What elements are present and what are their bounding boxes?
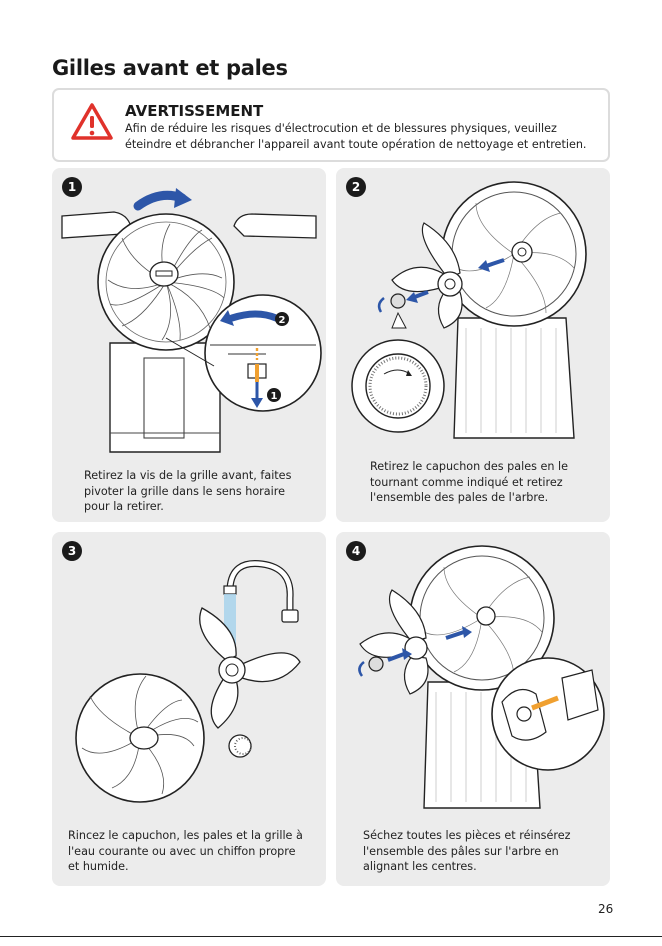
warning-triangle-icon [71,103,113,140]
bottom-rule [0,936,662,937]
step-1-callout-2: 2 [279,315,286,326]
page-title: Gilles avant et pales [52,56,288,80]
step-4-illustration [358,545,605,809]
step-1-callout-1: 1 [271,391,278,402]
warning-box: AVERTISSEMENT Afin de réduire les risque… [52,88,610,162]
step-2-caption: Retirez le capuchon des pales en le tour… [370,460,569,504]
step-2-panel: 2 [336,168,610,522]
step-1-number: 1 [62,177,82,197]
step-1-illustration: 2 1 [61,188,322,453]
step-3-illustration [75,560,301,803]
step-1-panel: 1 2 [52,168,326,522]
step-4-caption: Séchez toutes les pièces et réinsérez l'… [363,829,571,873]
step-3-number: 3 [62,541,82,561]
step-2-number: 2 [346,177,366,197]
warning-text: Afin de réduire les risques d'électrocut… [125,122,587,151]
warning-title: AVERTISSEMENT [125,102,264,120]
step-3-panel: 3 Rincez le capuchon, les pales et la gr… [52,532,326,886]
step-2-illustration [351,181,587,439]
step-4-panel: 4 Séchez [336,532,610,886]
step-3-caption: Rincez le capuchon, les pales et la gril… [68,829,303,873]
step-1-caption: Retirez la vis de la grille avant, faite… [84,469,292,513]
step-4-number: 4 [346,541,366,561]
page-number: 26 [598,902,614,916]
